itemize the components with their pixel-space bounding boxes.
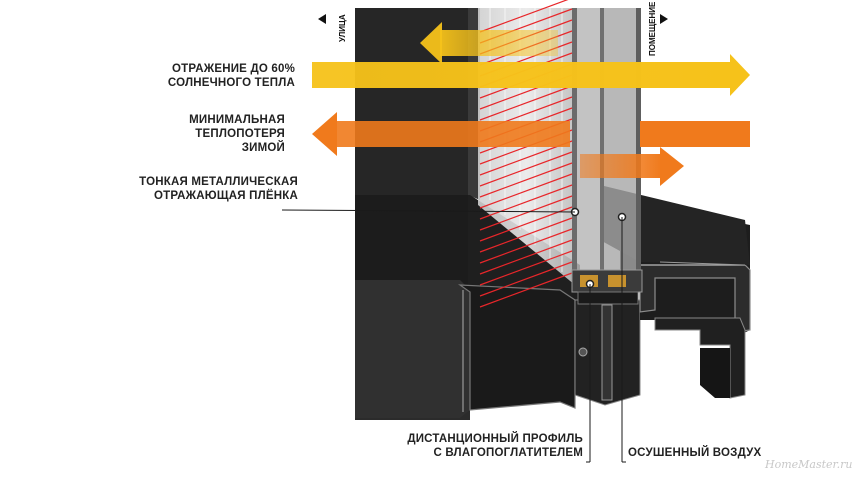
heat-loss-label: МИНИМАЛЬНАЯ ТЕПЛОПОТЕРЯ ЗИМОЙ (189, 113, 285, 155)
film-hatch-line (479, 239, 573, 275)
solar-reflection-line1: ОТРАЖЕНИЕ ДО 60% (172, 63, 295, 75)
film-line1: ТОНКАЯ МЕТАЛЛИЧЕСКАЯ (139, 176, 298, 188)
heat-arrow-right (640, 121, 750, 147)
film-hatch-line (479, 272, 573, 308)
film-hatch-line (479, 206, 573, 242)
film-hatch-line (479, 85, 573, 121)
triangle-right-icon (660, 14, 668, 24)
leader-lines (281, 209, 626, 463)
film-hatch-line (479, 250, 573, 286)
spacer-label: ДИСТАНЦИОННЫЙ ПРОФИЛЬ С ВЛАГОПОГЛАТИТЕЛЕ… (407, 432, 583, 460)
film-hatch-line (479, 162, 573, 198)
film-hatch-line (479, 261, 573, 297)
film-line2: ОТРАЖАЮЩАЯ ПЛЁНКА (153, 190, 298, 202)
film-hatch-line (479, 0, 569, 33)
solar-arrow (312, 54, 750, 96)
film-hatch-line (479, 228, 573, 264)
inside-label: ПОМЕЩЕНИЕ (648, 1, 657, 56)
film-label: ТОНКАЯ МЕТАЛЛИЧЕСКАЯ ОТРАЖАЮЩАЯ ПЛЁНКА (139, 175, 298, 203)
outside-label: УЛИЦА (338, 14, 347, 42)
dry-air-label: ОСУШЕННЫЙ ВОЗДУХ (628, 447, 762, 459)
watermark: HomeMaster.ru (765, 458, 853, 471)
heat-loss-arrow-left (312, 112, 570, 156)
spacer-line2: С ВЛАГОПОГЛАТИТЕЛЕМ (433, 447, 583, 459)
film-hatch-line (479, 173, 573, 209)
film-hatch-line (479, 184, 573, 220)
solar-reflection-arrow (420, 22, 558, 64)
spacer-line1: ДИСТАНЦИОННЫЙ ПРОФИЛЬ (407, 433, 583, 445)
heat-loss-line1: МИНИМАЛЬНАЯ (189, 114, 285, 126)
film-hatch-line (479, 151, 573, 187)
triangle-left-icon (318, 14, 326, 24)
solar-reflection-line2: СОЛНЕЧНОГО ТЕПЛА (167, 77, 295, 89)
heat-loss-line3: ЗИМОЙ (241, 142, 285, 154)
film-hatch-line (479, 195, 573, 231)
solar-reflection-label: ОТРАЖЕНИЕ ДО 60% СОЛНЕЧНОГО ТЕПЛА (168, 62, 295, 90)
film-hatch-line (479, 217, 573, 253)
heat-return-arrow (580, 147, 684, 186)
heat-loss-line2: ТЕПЛОПОТЕРЯ (195, 128, 285, 140)
